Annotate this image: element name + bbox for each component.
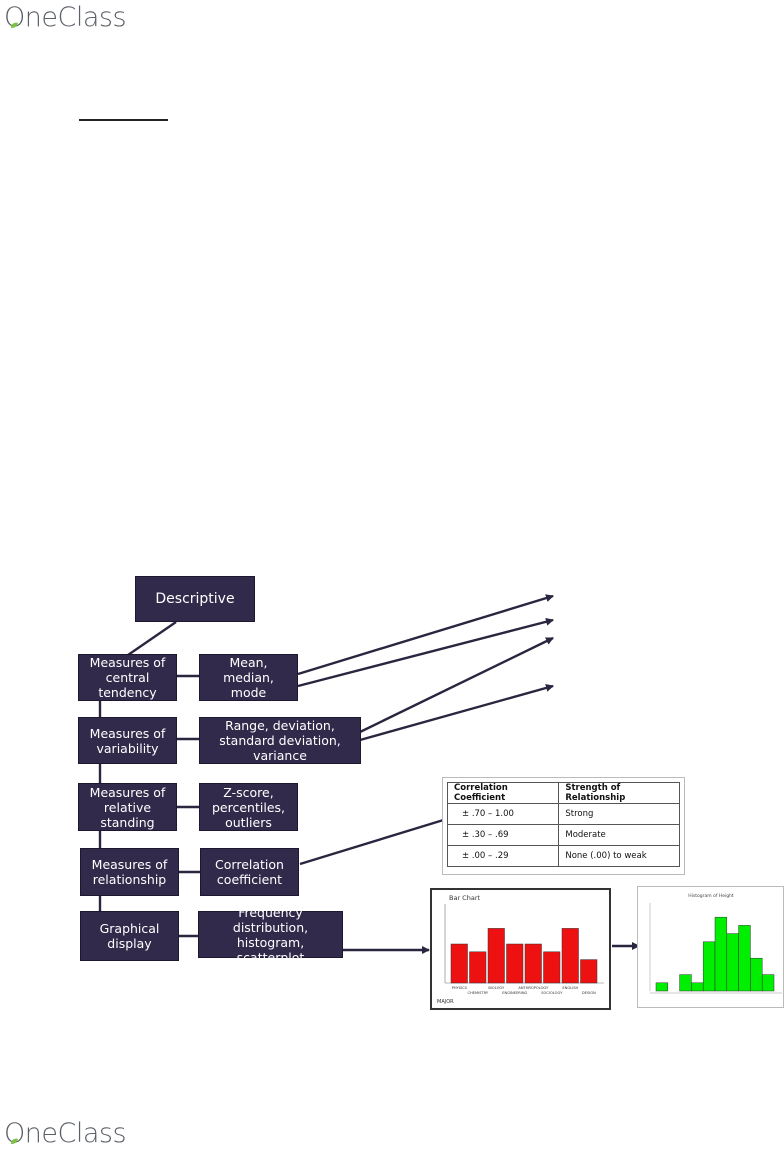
table-cell: Moderate [558, 824, 680, 846]
bar-chart-category-label: ANTHROPOLOGY [518, 986, 549, 990]
histogram-bar [726, 933, 739, 992]
descriptive-label: Descriptive [155, 590, 235, 607]
histogram-bar [702, 941, 716, 992]
leaf-icon [11, 22, 18, 29]
histogram-bar [679, 974, 692, 992]
central-tendency-detail: Mean, median, mode [223, 655, 274, 700]
bar-chart: Bar Chart MAJOR PHYSICSCHEMISTRYBIOLOGYE… [437, 894, 604, 1005]
histogram-bar [750, 957, 763, 992]
logo-text: OneClass [4, 1118, 127, 1149]
bar-chart-title: Bar Chart [449, 894, 480, 902]
relationship-box: Measures of relationship [80, 848, 179, 896]
table-cell: ± .70 – 1.00 [446, 803, 560, 825]
variability-detail-box: Range, deviation, standard deviation, va… [199, 717, 361, 764]
arrow-median [297, 617, 554, 688]
table-header-cell: Correlation Coefficient [446, 782, 560, 804]
relationship-detail: Correlation coefficient [215, 857, 284, 887]
bar-chart-category-label: DESIGN [582, 991, 596, 995]
arrow-correlation [299, 816, 451, 866]
bar-chart-category-label: BIOLOGY [488, 986, 505, 990]
graphical-display-detail-box: Frequency distribution, histogram, scatt… [198, 905, 343, 965]
table-cell: Strong [558, 803, 680, 825]
arrow-range [359, 636, 554, 734]
central-tendency-box: Measures of central tendency [78, 654, 177, 701]
oneclass-logo-footer: OneClass [4, 1118, 127, 1149]
graphical-display-detail: Frequency distribution, histogram, scatt… [232, 904, 309, 965]
histogram-chart: Histogram of Height [649, 893, 782, 994]
histogram-bar [761, 974, 775, 992]
connector-root-central [127, 621, 177, 656]
variability-box: Measures of variability [78, 717, 177, 764]
correlation-table-panel: Correlation Coefficient Strength of Rela… [442, 777, 685, 875]
table-cell: ± .00 – .29 [446, 845, 560, 867]
bar-chart-bar [561, 928, 579, 984]
histogram-bar [738, 925, 751, 992]
bar-chart-category-label: SOCIOLOGY [541, 991, 563, 995]
bar-chart-bar [524, 943, 542, 984]
histogram-panel: Histogram of Height [637, 886, 784, 1008]
bar-chart-category-label: PHYSICS [452, 986, 468, 990]
graphical-display-label: Graphical display [99, 921, 160, 951]
relative-standing-detail-box: Z-score, percentiles, outliers [199, 783, 298, 831]
histogram-bar [655, 982, 669, 992]
table-header-row: Correlation Coefficient Strength of Rela… [446, 782, 680, 804]
central-tendency-label: Measures of central tendency [89, 655, 166, 700]
descriptive-box: Descriptive [135, 576, 255, 622]
leaf-icon [11, 1138, 18, 1145]
bar-chart-bar [469, 951, 487, 984]
bar-chart-category-label: ENGLISH [562, 986, 578, 990]
table-row: ± .70 – 1.00 Strong [446, 803, 680, 825]
arrow-variance [359, 684, 554, 742]
variability-label: Measures of variability [89, 725, 166, 756]
bar-chart-bar [487, 928, 505, 984]
histogram-title: Histogram of Height [688, 893, 734, 899]
table-cell: ± .30 – .69 [446, 824, 560, 846]
table-row: ± .30 – .69 Moderate [446, 824, 680, 846]
bar-chart-bar [506, 943, 524, 984]
heading-underline [79, 119, 168, 121]
bar-chart-bar [450, 943, 468, 984]
bar-chart-category-label: CHEMISTRY [468, 991, 489, 995]
graphical-display-box: Graphical display [80, 911, 179, 961]
table-cell: None (.00) to weak [558, 845, 680, 867]
logo-text: OneClass [4, 2, 127, 33]
arrow-mean [297, 594, 554, 676]
relative-standing-box: Measures of relative standing [78, 783, 177, 831]
table-row: ± .00 – .29 None (.00) to weak [446, 845, 680, 867]
bar-chart-xlabel: MAJOR [437, 999, 454, 1005]
bar-chart-bar [580, 959, 598, 984]
histogram-bar [714, 916, 728, 992]
relative-standing-label: Measures of relative standing [89, 784, 166, 830]
relationship-label: Measures of relationship [91, 857, 168, 887]
histogram-bar [691, 982, 704, 992]
relationship-detail-box: Correlation coefficient [200, 848, 299, 896]
variability-detail: Range, deviation, standard deviation, va… [219, 718, 341, 763]
bar-chart-bar [543, 951, 561, 984]
relative-standing-detail: Z-score, percentiles, outliers [212, 784, 285, 830]
correlation-table: Correlation Coefficient Strength of Rela… [446, 782, 680, 867]
table-header-cell: Strength of Relationship [558, 782, 680, 804]
bar-chart-category-label: ENGINEERING [502, 991, 527, 995]
oneclass-logo: OneClass [4, 2, 127, 33]
central-tendency-detail-box: Mean, median, mode [199, 654, 298, 701]
